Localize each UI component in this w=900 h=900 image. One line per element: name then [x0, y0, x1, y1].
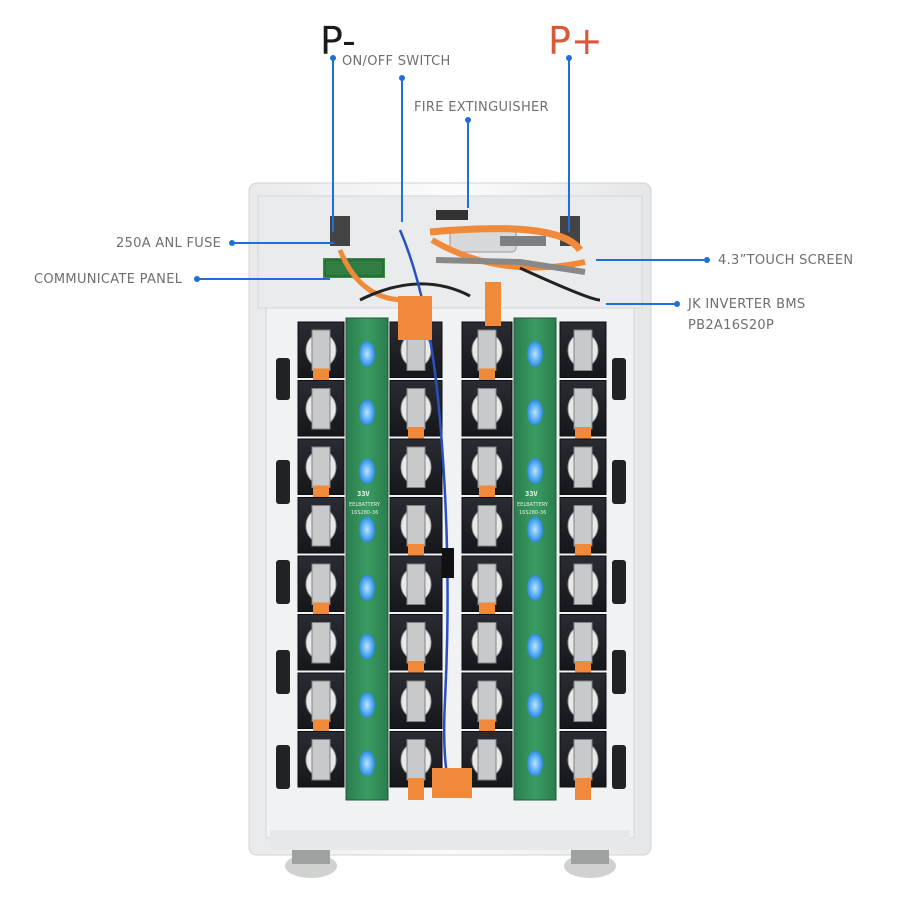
comm-panel-callout: COMMUNICATE PANEL: [34, 272, 183, 287]
terminal-plate: [406, 622, 426, 664]
pcb-indicator-window: [527, 516, 543, 543]
terminal-plate: [477, 739, 497, 781]
pcb-indicator-window: [527, 458, 543, 484]
bms-callout-line1: JK INVERTER BMS: [688, 297, 806, 312]
pcb-left: [345, 317, 389, 801]
terminal-plate: [477, 622, 497, 664]
pcb-indicator-window: [527, 692, 543, 718]
pcb-indicator-window: [527, 575, 543, 601]
terminal-plate: [406, 388, 426, 430]
pcb-right-brand: EELBATTERY: [517, 502, 548, 508]
terminal-plate: [477, 680, 497, 722]
terminal-plate: [406, 680, 426, 722]
pcb-indicator-window: [527, 750, 543, 777]
terminal-plate: [311, 388, 331, 430]
bms-callout-line2: PB2A16S20P: [688, 318, 775, 333]
touch-screen-callout: 4.3”TOUCH SCREEN: [718, 253, 854, 268]
pcb-right: [513, 317, 557, 801]
terminal-plate: [311, 505, 331, 547]
terminal-plate: [573, 329, 593, 371]
terminal-plate: [477, 388, 497, 430]
terminal-plate: [477, 446, 497, 488]
terminal-plate: [573, 622, 593, 664]
terminal-plate: [573, 680, 593, 722]
terminal-plate: [573, 563, 593, 605]
orange-busbar: [575, 778, 591, 800]
terminal-plate: [573, 388, 593, 430]
terminal-plate: [477, 563, 497, 605]
extinguisher-callout: FIRE EXTINGUISHER: [414, 100, 549, 115]
terminal-plate: [477, 505, 497, 547]
pcb-indicator-window: [359, 692, 375, 718]
terminal-plate: [573, 505, 593, 547]
pcb-indicator-window: [359, 575, 375, 601]
switch-callout: ON/OFF SWITCH: [342, 54, 451, 69]
top-compartment: [323, 210, 601, 303]
terminal-plate: [406, 446, 426, 488]
pcb-left-brand: EELBATTERY: [349, 502, 380, 508]
terminal-plate: [311, 329, 331, 371]
pcb-right-label: 33V: [525, 490, 538, 498]
pcb-indicator-window: [359, 516, 375, 543]
terminal-plate: [311, 739, 331, 781]
battery-cells: [297, 321, 607, 800]
pcb-left-label: 33V: [357, 490, 370, 498]
pcb-indicator-window: [359, 399, 375, 426]
terminal-plate: [406, 505, 426, 547]
pcb-indicator-window: [527, 633, 543, 660]
pcb-indicator-window: [527, 341, 543, 367]
terminal-plate: [573, 446, 593, 488]
orange-busbar: [408, 778, 424, 800]
terminal-plate: [311, 446, 331, 488]
p-plus-label: P+: [548, 19, 603, 63]
pcb-indicator-window: [359, 633, 375, 660]
pcb-right-code: 16S280-36: [519, 510, 547, 516]
pcb-indicator-window: [359, 458, 375, 484]
p-minus-label: P-: [320, 19, 356, 63]
terminal-plate: [406, 563, 426, 605]
pcb-indicator-window: [527, 399, 543, 426]
terminal-plate: [311, 622, 331, 664]
fuse-callout: 250A ANL FUSE: [116, 236, 222, 251]
terminal-plate: [406, 739, 426, 781]
terminal-plate: [477, 329, 497, 371]
pcb-indicator-window: [359, 750, 375, 777]
terminal-plate: [311, 563, 331, 605]
terminal-plate: [573, 739, 593, 781]
pcb-indicator-window: [359, 341, 375, 367]
pcb-left-code: 16S280-36: [351, 510, 379, 516]
terminal-plate: [311, 680, 331, 722]
